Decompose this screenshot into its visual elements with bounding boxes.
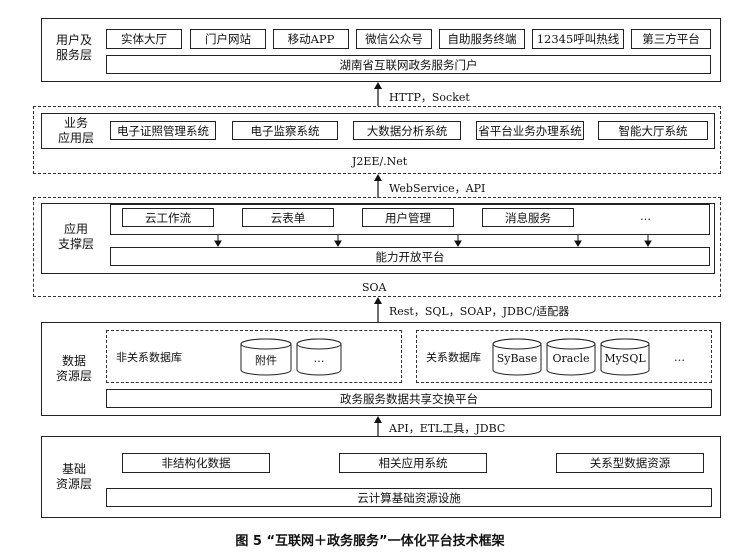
sql-db-group	[416, 330, 712, 383]
db-mysql-label: MySQL	[604, 352, 646, 365]
related-app-systems: 相关应用系统	[339, 453, 487, 473]
channel-wechat: 微信公众号	[356, 29, 432, 49]
db-attachment-label: 附件	[255, 354, 277, 367]
base-resource-layer-label: 基础 资源层	[55, 462, 92, 491]
figure-caption: 图 5 “互联网＋政务服务”一体化平台技术框架	[235, 534, 505, 549]
service-more: …	[640, 210, 651, 223]
channel-self-service: 自助服务终端	[439, 29, 525, 49]
system-provincial-business: 省平台业务办理系统	[476, 121, 584, 140]
system-e-supervision: 电子监察系统	[232, 121, 338, 140]
channel-mobile-app: 移动APP	[273, 29, 349, 49]
protocol-rest-sql-soap-jdbc: Rest，SQL，SOAP，JDBC/适配器	[389, 305, 570, 318]
service-cloud-form: 云表单	[242, 208, 334, 227]
db-sybase-icon: SyBase	[492, 338, 542, 376]
service-cloud-workflow: 云工作流	[122, 208, 214, 227]
cloud-infrastructure: 云计算基础资源设施	[106, 488, 712, 507]
business-app-region	[33, 106, 721, 174]
db-mysql-icon: MySQL	[600, 338, 650, 376]
platform-j2ee-net: J2EE/.Net	[352, 155, 408, 168]
nosql-db-title: 非关系数据库	[116, 351, 182, 364]
arrow-up-icon	[374, 174, 382, 198]
channel-third-party: 第三方平台	[631, 29, 711, 49]
relational-data-resources: 关系型数据资源	[556, 453, 704, 473]
government-service-portal: 湖南省互联网政务服务门户	[106, 55, 711, 74]
system-e-license: 电子证照管理系统	[110, 121, 216, 140]
data-resource-layer-label: 数据 资源层	[55, 354, 92, 383]
channel-physical-hall: 实体大厅	[106, 29, 182, 49]
db-oracle-icon: Oracle	[546, 338, 596, 376]
channel-portal-site: 门户网站	[190, 29, 266, 49]
service-message: 消息服务	[482, 208, 574, 227]
db-oracle-label: Oracle	[552, 352, 590, 365]
db-nosql-more-icon: …	[296, 338, 342, 376]
db-sql-more: …	[674, 351, 685, 364]
service-down-arrows	[214, 235, 652, 247]
nosql-db-group	[106, 330, 402, 383]
app-support-region	[33, 197, 721, 297]
arrow-up-icon	[374, 416, 382, 436]
db-attachment-icon: 附件	[240, 338, 292, 376]
arrow-up-icon	[374, 82, 382, 106]
unstructured-data: 非结构化数据	[122, 453, 270, 473]
app-support-layer-label: 应用 支撑层	[57, 222, 94, 251]
system-smart-hall: 智能大厅系统	[598, 121, 708, 140]
db-sybase-label: SyBase	[496, 352, 538, 365]
system-big-data-analysis: 大数据分析系统	[353, 121, 461, 140]
channel-12345-hotline: 12345呼叫热线	[532, 29, 624, 49]
arrow-up-icon	[374, 297, 382, 322]
protocol-http-socket: HTTP，Socket	[389, 91, 470, 104]
data-exchange-platform: 政务服务数据共享交换平台	[106, 389, 712, 408]
architecture-soa: SOA	[362, 281, 387, 294]
db-nosql-more-label: …	[313, 352, 325, 365]
business-app-layer-label: 业务 应用层	[57, 116, 94, 145]
sql-db-title: 关系数据库	[426, 351, 481, 364]
service-user-management: 用户管理	[362, 208, 454, 227]
capability-open-platform: 能力开放平台	[110, 247, 710, 266]
protocol-api-etl-jdbc: API，ETL工具，JDBC	[389, 422, 506, 435]
user-service-layer-label: 用户及 服务层	[55, 33, 92, 62]
protocol-webservice-api: WebService，API	[389, 182, 486, 195]
